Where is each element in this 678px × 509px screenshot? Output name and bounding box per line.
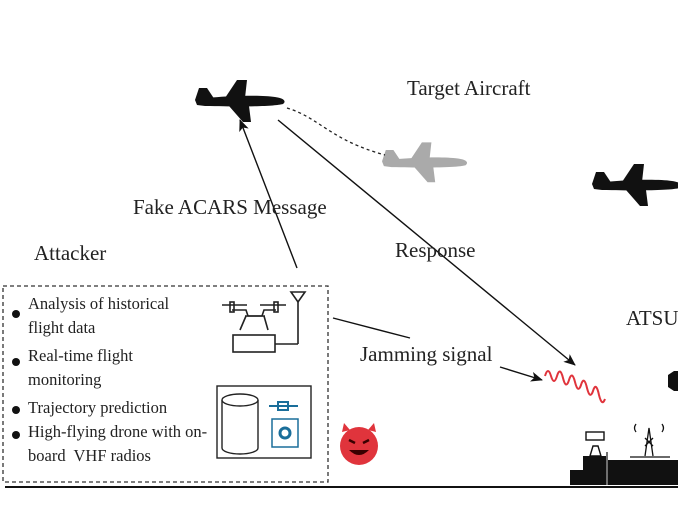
target-aircraft-label: Target Aircraft xyxy=(407,76,531,100)
antenna-icon xyxy=(275,291,307,345)
other-aircraft-icon xyxy=(592,164,678,206)
attacker-label: Attacker xyxy=(34,241,107,265)
capability-item: High-flying drone with on-board VHF radi… xyxy=(28,422,208,465)
capability-item: Real-time flight monitoring xyxy=(28,346,133,389)
devil-emoji-icon xyxy=(340,423,378,465)
drone-icon xyxy=(222,301,286,353)
target-aircraft-icon xyxy=(195,80,285,122)
jamming-arrow xyxy=(499,366,543,382)
bullet xyxy=(12,431,20,439)
jamming-line xyxy=(332,317,411,339)
fake-acars-arrow xyxy=(239,119,298,269)
attacker-box xyxy=(2,285,329,483)
bullet xyxy=(12,310,20,318)
capability-item: Analysis of historical flight data xyxy=(28,294,170,337)
atsu-label: ATSU xyxy=(626,306,678,330)
bullet xyxy=(12,406,20,414)
capability-item: Trajectory prediction xyxy=(28,398,168,417)
fake-acars-label: Fake ACARS Message xyxy=(133,195,327,219)
radio-tower-icon xyxy=(630,423,670,458)
jamming-wave xyxy=(544,370,606,404)
jamming-signal-label: Jamming signal xyxy=(360,342,493,366)
ghost-aircraft-icon xyxy=(382,142,468,183)
equipment-box xyxy=(216,385,312,459)
ground-station-icon xyxy=(570,431,678,485)
atsu-partial-icon xyxy=(668,371,678,391)
bullet xyxy=(12,358,20,366)
database-icon xyxy=(221,393,259,455)
response-arrow xyxy=(277,119,576,366)
response-label: Response xyxy=(395,238,476,262)
predicted-trajectory xyxy=(286,107,386,156)
radio-icon xyxy=(269,401,299,448)
